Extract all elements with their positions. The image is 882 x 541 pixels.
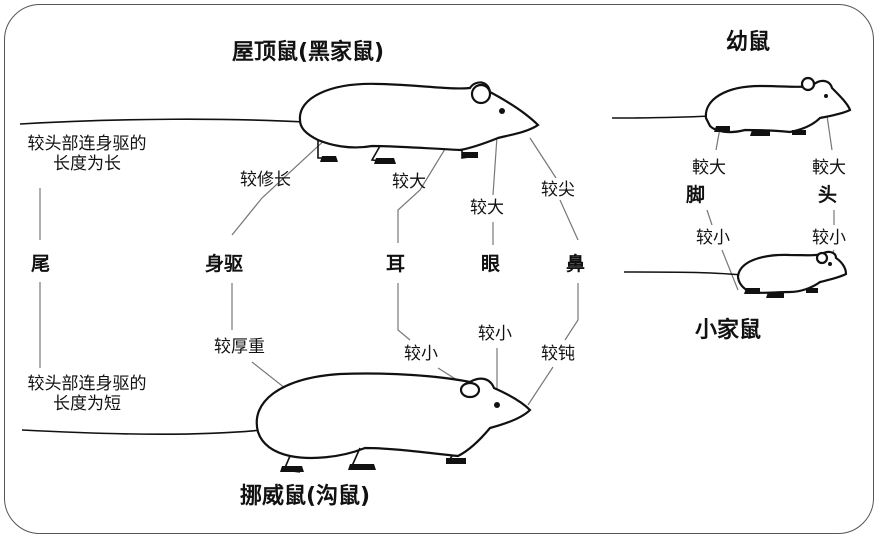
ear-connector-bottom — [397, 283, 411, 341]
house-mouse-ear — [815, 251, 829, 265]
young-rat-body — [704, 79, 852, 134]
norway-rat-tail-trait-line1: 较头部连身驱的 — [27, 374, 147, 394]
mouse-foot-trait: 较小 — [696, 228, 730, 248]
house-mouse-title: 小家鼠 — [695, 318, 762, 343]
nose-connector-norway — [527, 366, 554, 406]
roof-rat-tail — [19, 118, 306, 125]
nose-connector-top — [529, 137, 557, 179]
norway-rat-foot-2 — [348, 464, 376, 470]
roof-rat-illustration — [19, 81, 540, 164]
roof-rat-ear-trait: 较大 — [392, 172, 426, 192]
norway-rat-body-trait: 较厚重 — [214, 337, 265, 357]
mouse-foot-connector — [721, 249, 739, 291]
nose-connector-bottom — [564, 283, 579, 341]
feature-foot: 脚 — [686, 184, 706, 206]
norway-rat-nose-trait: 较钝 — [541, 344, 575, 364]
house-mouse-illustration — [623, 250, 848, 298]
norway-rat-tail — [21, 429, 263, 435]
feature-head: 头 — [818, 184, 838, 206]
house-mouse-eye — [828, 262, 832, 266]
roof-rat-foot-2 — [374, 158, 396, 164]
young-head-trait: 較大 — [812, 158, 846, 178]
young-rat-foot-3 — [792, 130, 806, 135]
roof-rat-ear — [470, 83, 492, 105]
norway-rat-eye — [494, 402, 500, 408]
roof-rat-foot-1 — [320, 156, 338, 162]
young-rat-tail — [611, 115, 711, 119]
norway-rat-ear — [459, 381, 481, 399]
roof-rat-tail-trait-line2: 长度为长 — [53, 154, 121, 175]
norway-rat-title: 挪威鼠(沟鼠) — [240, 484, 371, 509]
feature-eye: 眼 — [481, 253, 501, 275]
young-rat-foot-1 — [714, 126, 730, 132]
foot-connector-mid — [706, 209, 713, 226]
roof-rat-body — [298, 81, 540, 152]
house-mouse-foot-1 — [744, 288, 760, 294]
norway-rat-body — [255, 372, 532, 460]
house-mouse-body — [736, 250, 848, 294]
roof-rat-eye — [499, 108, 505, 114]
norway-rat-ear-trait: 较小 — [404, 344, 438, 364]
roof-rat-body-trait: 较修长 — [240, 170, 291, 190]
young-rat-eye — [824, 94, 828, 98]
young-rat-ear — [800, 76, 816, 92]
mouse-head-trait: 较小 — [812, 228, 846, 248]
young-rat-foot-2 — [750, 130, 770, 136]
young-rat-title: 幼鼠 — [726, 30, 771, 55]
feature-ear: 耳 — [386, 253, 406, 275]
roof-rat-foot-3 — [462, 152, 478, 158]
roof-rat-title: 屋顶鼠(黑家鼠) — [232, 40, 385, 65]
feature-tail: 尾 — [31, 253, 51, 275]
norway-rat-tail-trait: 较头部连身驱的 长度为短 — [12, 374, 162, 415]
norway-rat-tail-trait-line2: 长度为短 — [53, 394, 121, 415]
roof-rat-tail-trait-line1: 较头部连身驱的 — [27, 134, 147, 154]
house-mouse-foot-2 — [766, 292, 784, 298]
norway-rat-foot-1 — [280, 466, 304, 472]
rounded-frame — [4, 4, 874, 534]
roof-rat-nose-trait: 较尖 — [541, 180, 575, 200]
roof-rat-tail-trait: 较头部连身驱的 长度为长 — [12, 134, 162, 175]
norway-rat-illustration — [21, 372, 532, 473]
house-mouse-foot-3 — [806, 288, 818, 293]
norway-rat-foot-3 — [446, 458, 466, 464]
young-foot-trait: 較大 — [692, 158, 726, 178]
feature-nose: 鼻 — [566, 253, 586, 275]
feature-body: 身驱 — [205, 253, 244, 275]
house-mouse-tail — [623, 271, 743, 276]
young-rat-illustration — [611, 76, 852, 136]
nose-connector-mid — [559, 199, 579, 241]
norway-rat-eye-trait: 较小 — [478, 324, 512, 344]
roof-rat-eye-trait: 较大 — [470, 198, 504, 218]
